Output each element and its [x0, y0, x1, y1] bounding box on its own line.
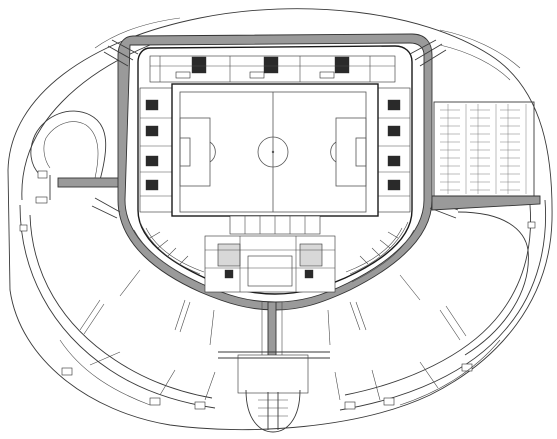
penalty-area-east	[335, 117, 367, 187]
pitch-enclosure	[171, 83, 379, 217]
east-parking-lot	[433, 101, 535, 197]
south-outer-lines	[59, 339, 501, 406]
east-ring-road	[457, 211, 529, 356]
east-access-road	[431, 195, 541, 211]
west-bridge	[57, 177, 125, 188]
ramp-ne	[409, 39, 447, 67]
south-promenade	[218, 301, 330, 433]
ramp-sw	[91, 197, 121, 219]
perimeter-road-inner	[29, 204, 531, 399]
radial-paths	[79, 269, 467, 401]
goal-area-east	[355, 137, 367, 167]
site-kiosks	[19, 221, 536, 410]
ramp-nw	[103, 39, 139, 67]
stadium-footprint	[137, 45, 413, 295]
west-bridge-post	[37, 170, 48, 179]
goal-area-west	[179, 137, 191, 167]
east-stand-rooms	[377, 87, 411, 213]
site-boundary	[7, 8, 553, 431]
football-pitch	[179, 91, 367, 213]
west-access-loop-inner	[43, 121, 99, 179]
south-stand-seating	[133, 221, 415, 283]
north-stand-rooms	[149, 55, 396, 83]
south-main-building	[204, 215, 336, 293]
west-bridge-post	[35, 196, 48, 204]
penalty-area-west	[179, 117, 211, 187]
west-stand-rooms	[139, 87, 173, 213]
west-access-loop	[30, 110, 107, 200]
